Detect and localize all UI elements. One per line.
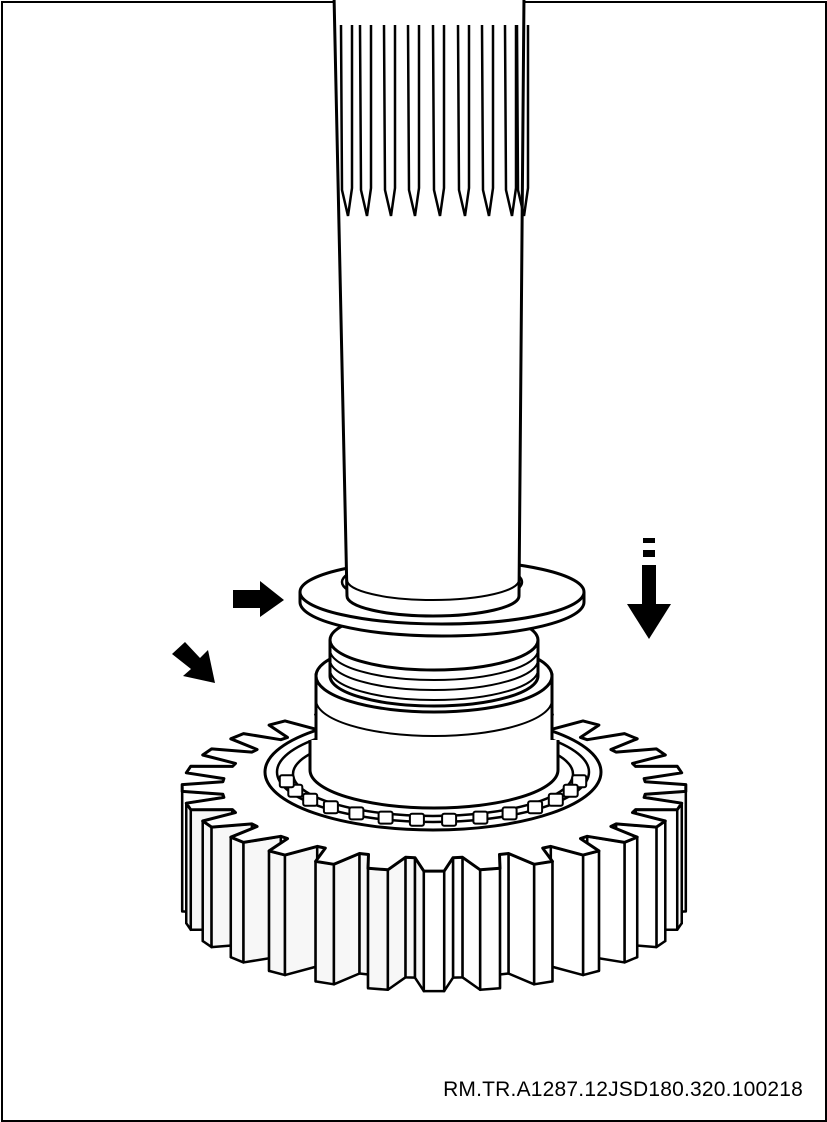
gear-tooth-face xyxy=(478,867,502,992)
bearing-needle xyxy=(408,812,425,827)
gear-tooth-face xyxy=(229,835,245,964)
shaft-spline xyxy=(406,24,421,217)
gear-tooth-face xyxy=(404,856,417,979)
bearing-needle xyxy=(562,783,579,798)
bearing-needle xyxy=(278,774,295,789)
bearing-needle xyxy=(501,806,518,821)
bearing-needle xyxy=(472,810,489,825)
bearing-needle xyxy=(302,792,319,807)
gear-tooth-face xyxy=(623,835,639,964)
gear-tooth-face xyxy=(267,849,287,977)
shaft-spline xyxy=(358,24,373,217)
gear-tooth-face xyxy=(332,852,361,986)
gear-tooth-face xyxy=(461,856,482,992)
gear-tooth-face xyxy=(507,852,536,986)
bearing-needle xyxy=(441,812,458,827)
bearing-needle xyxy=(527,800,544,815)
gear-tooth-face xyxy=(201,819,213,949)
arrow-thrust-washer-icon xyxy=(233,581,284,617)
gear-tooth-face xyxy=(366,867,390,992)
shaft-spline xyxy=(480,24,495,217)
reference-code: RM.TR.A1287.12JSD180.320.100218 xyxy=(443,1078,803,1101)
bearing-needle xyxy=(322,800,339,815)
gear-tooth-face xyxy=(386,856,407,992)
splined-shaft xyxy=(332,0,530,618)
gear-tooth-face xyxy=(283,845,319,977)
shaft-collar xyxy=(308,608,560,810)
shaft-spline xyxy=(431,24,446,217)
gear-tooth-face xyxy=(655,819,667,949)
gear-tooth-face xyxy=(549,845,585,977)
bearing-needle xyxy=(348,806,365,821)
bearing-needle xyxy=(377,810,394,825)
shaft-spline xyxy=(339,24,354,217)
gear-tooth-face xyxy=(442,856,455,993)
gear-tooth-face xyxy=(314,860,336,986)
gear-tooth-face xyxy=(532,860,554,986)
arrow-install-direction-icon xyxy=(627,538,671,639)
arrow-gear-icon xyxy=(172,642,215,683)
gear-tooth-face xyxy=(422,869,446,993)
shaft-spline xyxy=(515,24,530,217)
shaft-spline xyxy=(503,24,518,217)
shaft-spline xyxy=(382,24,397,217)
bearing-needle xyxy=(547,792,564,807)
gear-tooth-face xyxy=(413,856,426,993)
gear-tooth-face xyxy=(581,849,601,977)
gear-tooth-face xyxy=(451,856,464,979)
shaft-spline xyxy=(456,24,471,217)
